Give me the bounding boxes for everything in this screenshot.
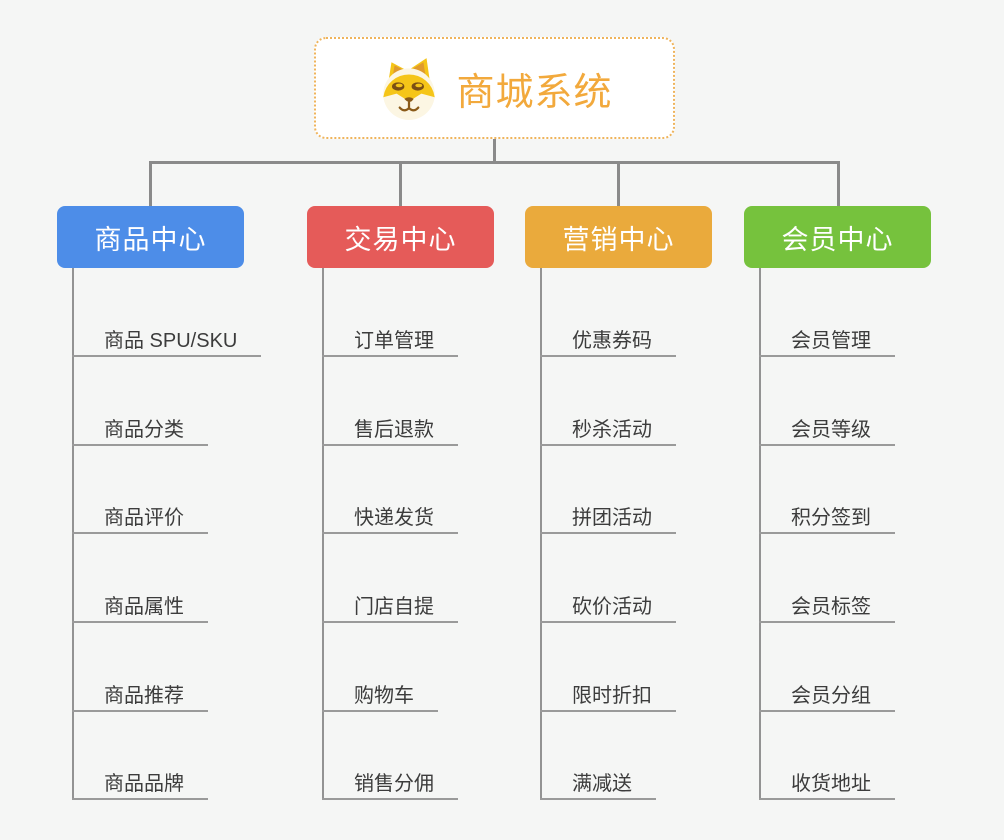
leaf-topic[interactable]: 快递发货 [322, 492, 458, 534]
connector-root-stem [493, 139, 496, 163]
branch-marketing-center[interactable]: 营销中心 [525, 206, 712, 268]
connector-drop-trade [399, 161, 402, 206]
column-rail [322, 268, 324, 800]
leaf-topic[interactable]: 优惠券码 [540, 315, 676, 357]
branch-label: 会员中心 [781, 224, 894, 255]
root-topic-label: 商城系统 [456, 71, 613, 114]
leaf-topic[interactable]: 积分签到 [759, 492, 895, 534]
root-topic[interactable]: 商城系统 [314, 37, 675, 139]
connector-drop-members [837, 161, 840, 206]
column-rail [72, 268, 74, 800]
branch-product-center[interactable]: 商品中心 [57, 206, 244, 268]
leaf-topic[interactable]: 商品评价 [72, 492, 208, 534]
leaf-topic[interactable]: 商品推荐 [72, 670, 208, 712]
leaf-topic[interactable]: 收货地址 [759, 758, 895, 800]
leaf-topic[interactable]: 拼团活动 [540, 492, 676, 534]
leaf-topic[interactable]: 秒杀活动 [540, 404, 676, 446]
branch-trade-center[interactable]: 交易中心 [307, 206, 494, 268]
branch-member-center[interactable]: 会员中心 [744, 206, 931, 268]
leaf-topic[interactable]: 砍价活动 [540, 581, 676, 623]
leaf-topic[interactable]: 售后退款 [322, 404, 458, 446]
leaf-topic[interactable]: 购物车 [322, 670, 438, 712]
leaf-column-products: 商品 SPU/SKU 商品分类 商品评价 商品属性 商品推荐 商品品牌 [72, 268, 332, 808]
dog-face-icon [383, 58, 436, 120]
branch-label: 商品中心 [94, 224, 207, 255]
leaf-column-members: 会员管理 会员等级 积分签到 会员标签 会员分组 收货地址 [759, 268, 1004, 808]
leaf-topic[interactable]: 会员标签 [759, 581, 895, 623]
leaf-column-marketing: 优惠券码 秒杀活动 拼团活动 砍价活动 限时折扣 满减送 [540, 268, 800, 808]
leaf-topic[interactable]: 商品品牌 [72, 758, 208, 800]
leaf-topic[interactable]: 订单管理 [322, 315, 458, 357]
leaf-topic[interactable]: 满减送 [540, 758, 656, 800]
leaf-topic[interactable]: 销售分佣 [322, 758, 458, 800]
column-rail [759, 268, 761, 800]
leaf-topic[interactable]: 会员等级 [759, 404, 895, 446]
leaf-topic[interactable]: 商品 SPU/SKU [72, 315, 262, 357]
leaf-topic[interactable]: 商品属性 [72, 581, 208, 623]
leaf-column-trade: 订单管理 售后退款 快递发货 门店自提 购物车 销售分佣 [322, 268, 582, 808]
leaf-topic[interactable]: 门店自提 [322, 581, 458, 623]
connector-horizontal-rail [149, 161, 840, 164]
leaf-topic[interactable]: 商品分类 [72, 404, 208, 446]
leaf-topic[interactable]: 会员分组 [759, 670, 895, 712]
branch-label: 营销中心 [562, 224, 675, 255]
leaf-topic[interactable]: 限时折扣 [540, 670, 676, 712]
leaf-topic[interactable]: 会员管理 [759, 315, 895, 357]
branch-label: 交易中心 [344, 224, 457, 255]
connector-drop-marketing [617, 161, 620, 206]
column-rail [540, 268, 542, 800]
connector-drop-products [149, 161, 152, 206]
